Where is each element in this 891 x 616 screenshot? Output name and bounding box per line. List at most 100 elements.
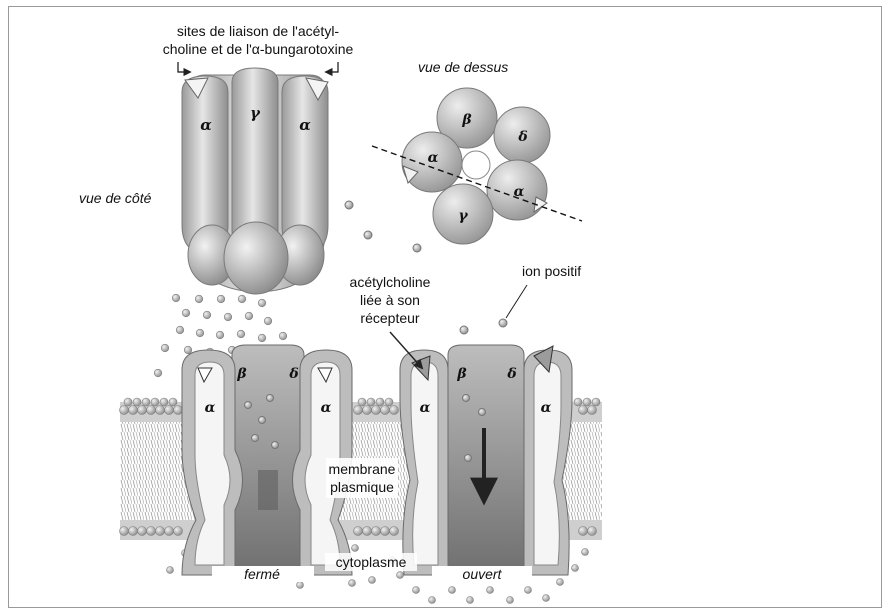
- lipid-head: [579, 527, 588, 536]
- ion: [258, 299, 266, 307]
- lipid-head: [138, 527, 147, 536]
- lipid-head: [574, 398, 582, 406]
- ion: [154, 369, 162, 377]
- closed-beta-label: β: [236, 366, 247, 382]
- lipid-head: [147, 527, 156, 536]
- ion: [352, 545, 359, 552]
- ion: [557, 579, 564, 586]
- lipid-head: [354, 527, 363, 536]
- ion: [237, 330, 245, 338]
- lipid-head: [381, 406, 390, 415]
- binding-sites-label-line1: sites de liaison de l'acétyl-: [177, 23, 340, 39]
- binding-sites-label-line2: choline et de l'α-bungarotoxine: [163, 41, 354, 57]
- ion: [525, 587, 532, 594]
- lipid-head: [390, 406, 399, 415]
- lipid-head: [160, 398, 168, 406]
- lipid-head: [129, 406, 138, 415]
- positive-ion-label: ion positif: [522, 263, 581, 279]
- ion: [429, 597, 436, 604]
- lipid-head: [592, 398, 600, 406]
- ion: [195, 295, 203, 303]
- lipid-head: [120, 527, 129, 536]
- lipid-head: [367, 398, 375, 406]
- lipid-head: [165, 406, 174, 415]
- top-pore: [462, 151, 490, 179]
- lipid-head: [381, 527, 390, 536]
- open-state-label: ouvert: [463, 566, 503, 582]
- open-beta-label: β: [456, 366, 467, 382]
- side-view-label: vue de côté: [79, 190, 152, 206]
- lipid-head: [169, 398, 177, 406]
- lipid-head: [138, 406, 147, 415]
- lipid-head: [147, 406, 156, 415]
- ion: [167, 567, 174, 574]
- ion: [238, 295, 246, 303]
- ion: [172, 294, 180, 302]
- open-alpha-left-label: α: [420, 400, 431, 416]
- ion: [349, 580, 356, 587]
- ion: [203, 311, 211, 319]
- membrane-label-line2: plasmique: [330, 479, 394, 495]
- ion: [217, 295, 225, 303]
- lipid-head: [354, 406, 363, 415]
- ion: [184, 346, 192, 354]
- ion: [449, 587, 456, 594]
- closed-state-label: fermé: [244, 566, 280, 582]
- closed-delta-label: δ: [288, 366, 298, 382]
- open-channel: [400, 345, 572, 575]
- ion: [369, 577, 376, 584]
- lipid-head: [588, 527, 597, 536]
- positive-ion-pointer: [506, 285, 527, 318]
- closed-alpha-right-label: α: [321, 400, 332, 416]
- top-alpha-left-label: α: [428, 150, 439, 166]
- lipid-head: [165, 527, 174, 536]
- ion: [487, 587, 494, 594]
- lipid-head: [358, 398, 366, 406]
- acetylcholine-label-line3: récepteur: [360, 310, 419, 326]
- top-view-label: vue de dessus: [418, 59, 508, 75]
- ion: [582, 549, 589, 556]
- side-view-receptor: [178, 62, 338, 294]
- lipid-head: [133, 398, 141, 406]
- ion: [543, 595, 550, 602]
- ion: [176, 326, 184, 334]
- membrane-label-line1: membrane: [329, 461, 396, 477]
- lipid-head: [385, 398, 393, 406]
- cytoplasm-label: cytoplasme: [336, 554, 407, 570]
- acetylcholine-label-line2: liée à son: [360, 292, 420, 308]
- top-view-receptor: [372, 88, 582, 244]
- top-beta-label: β: [461, 112, 472, 128]
- lipid-head: [376, 398, 384, 406]
- open-alpha-right-label: α: [541, 400, 552, 416]
- top-gamma-label: γ: [458, 208, 468, 224]
- lipid-head: [583, 398, 591, 406]
- top-delta-label: δ: [517, 129, 527, 145]
- closed-alpha-left-label: α: [205, 400, 216, 416]
- ion: [258, 334, 266, 342]
- ion: [413, 587, 420, 594]
- ion: [161, 344, 169, 352]
- lipid-head: [174, 406, 183, 415]
- lipid-head: [156, 406, 165, 415]
- ion: [572, 565, 579, 572]
- lipid-head: [124, 398, 132, 406]
- lipid-head: [372, 406, 381, 415]
- lipid-head: [151, 398, 159, 406]
- lipid-head: [579, 406, 588, 415]
- ion: [182, 309, 190, 317]
- ion: [216, 331, 224, 339]
- acetylcholine-label-line1: acétylcholine: [350, 274, 431, 290]
- ion: [196, 329, 204, 337]
- ion: [264, 317, 272, 325]
- ion: [224, 313, 232, 321]
- lipid-head: [390, 527, 399, 536]
- lipid-head: [142, 398, 150, 406]
- lipid-head: [174, 527, 183, 536]
- side-alpha-left-label: α: [200, 116, 212, 134]
- side-gamma-label: γ: [250, 104, 261, 122]
- lipid-head: [363, 406, 372, 415]
- lipid-head: [363, 527, 372, 536]
- ion: [507, 597, 514, 604]
- lipid-head: [129, 527, 138, 536]
